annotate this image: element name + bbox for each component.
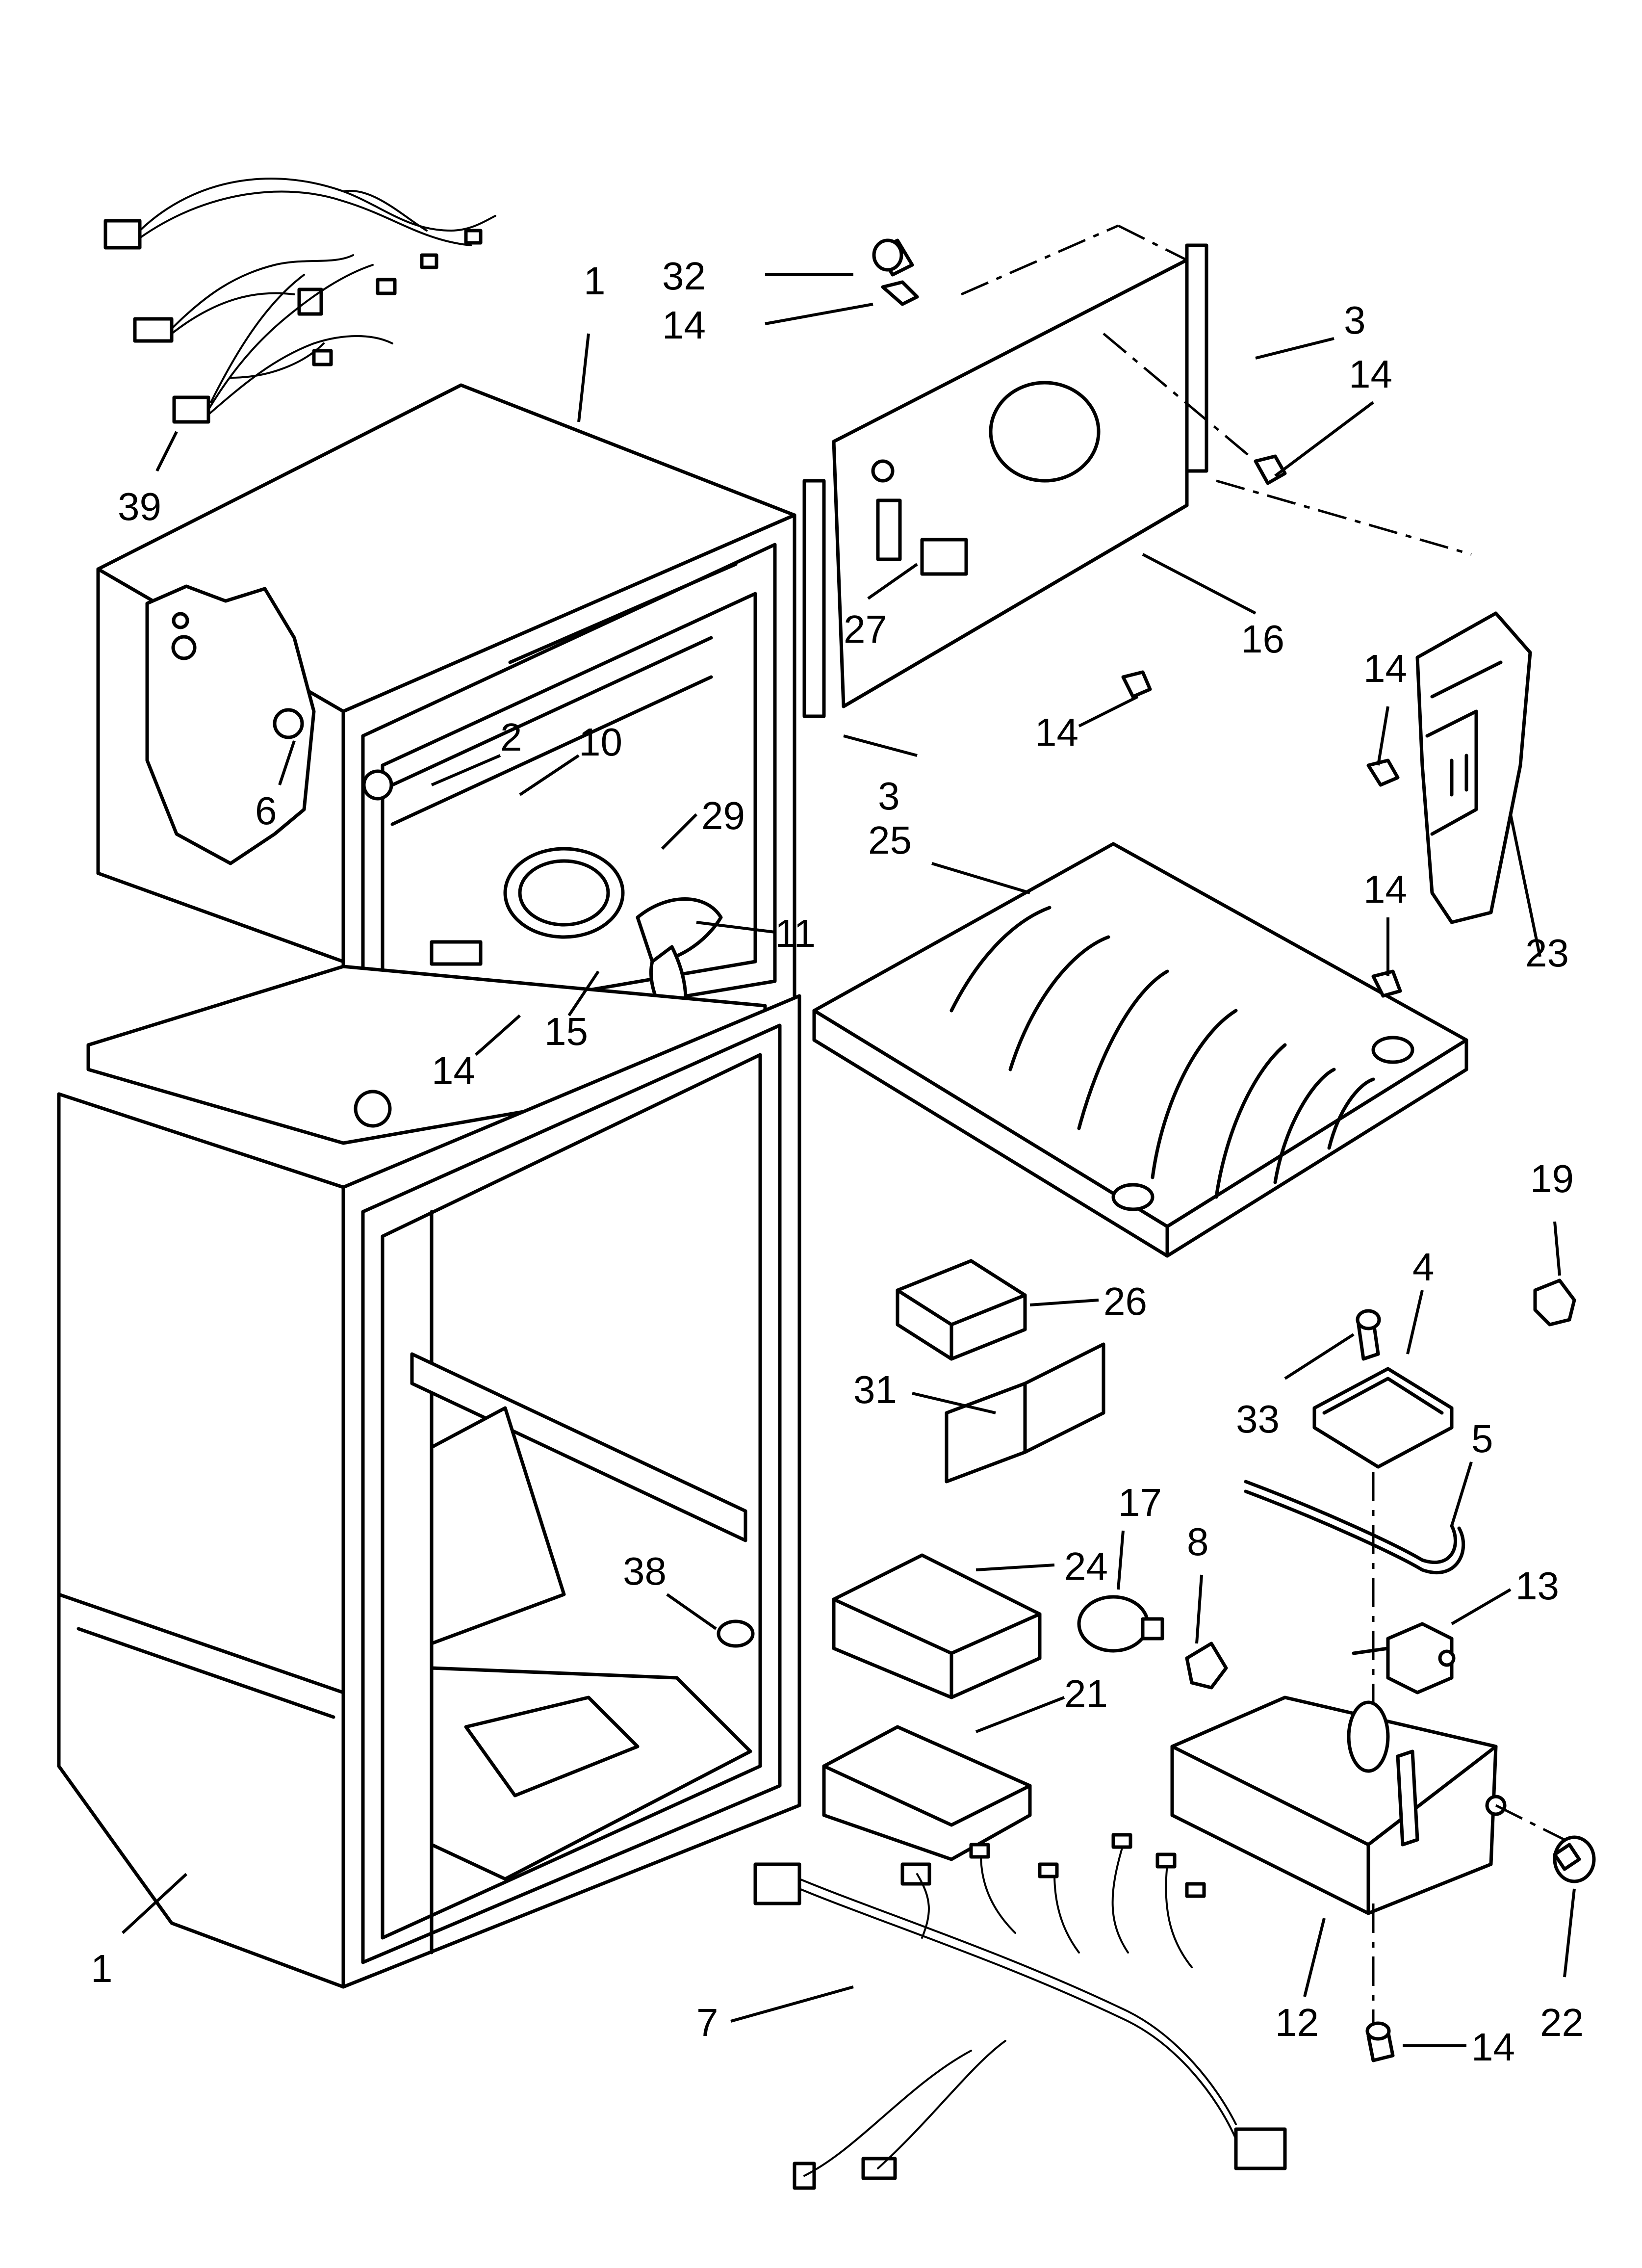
freezer-liner xyxy=(86,383,796,1145)
control-housing xyxy=(1170,1695,1585,2036)
parts-26-31 xyxy=(896,1259,1105,1484)
callout-31: 31 xyxy=(853,1368,897,1411)
bulkhead-panel xyxy=(832,224,1472,708)
fresh-food-liner xyxy=(57,994,801,1989)
callout-27: 27 xyxy=(844,607,887,651)
callout-22: 22 xyxy=(1540,2001,1584,2044)
callout-14a: 14 xyxy=(662,303,706,347)
callout-14f: 14 xyxy=(432,1049,475,1093)
leader-lines xyxy=(121,273,1576,2047)
screw-bottom xyxy=(1365,2021,1395,2062)
tube-5 xyxy=(1244,1480,1465,1574)
callout-21: 21 xyxy=(1064,1672,1108,1716)
parts-24-21 xyxy=(822,1553,1042,1861)
callout-5: 5 xyxy=(1471,1417,1493,1460)
callout-10: 10 xyxy=(579,720,622,764)
callout-14g: 14 xyxy=(1471,2025,1515,2069)
callout-7: 7 xyxy=(696,2001,718,2044)
freezer-shelf xyxy=(812,842,1468,1258)
callout-8: 8 xyxy=(1187,1520,1209,1564)
control-board xyxy=(1312,1309,1454,1469)
callout-32: 32 xyxy=(662,254,706,298)
callout-14d: 14 xyxy=(1363,647,1407,690)
callout-16: 16 xyxy=(1241,617,1284,661)
callout-6: 6 xyxy=(255,789,277,833)
callout-3-left: 3 xyxy=(878,774,900,818)
callout-39: 39 xyxy=(118,485,161,528)
callout-33: 33 xyxy=(1236,1397,1280,1441)
callout-1-lower: 1 xyxy=(91,1947,113,1990)
callout-1-upper: 1 xyxy=(584,259,606,303)
callout-11: 11 xyxy=(775,912,816,955)
fasteners-top xyxy=(872,238,1287,699)
light-bulb xyxy=(1077,1595,1228,1690)
part-19 xyxy=(1533,1278,1576,1327)
fan-cover xyxy=(1366,611,1532,924)
callout-4: 4 xyxy=(1412,1245,1435,1289)
callout-29: 29 xyxy=(701,794,745,837)
callout-26: 26 xyxy=(1103,1279,1147,1323)
callout-24: 24 xyxy=(1064,1544,1108,1588)
callout-14b: 14 xyxy=(1349,352,1392,396)
callout-12: 12 xyxy=(1275,2001,1319,2044)
callout-13: 13 xyxy=(1515,1564,1559,1608)
callout-38: 38 xyxy=(623,1549,667,1593)
wire-harness-lower xyxy=(753,1833,1287,2190)
callout-labels: 32 14 1 3 14 39 27 16 14 14 2 10 6 29 3 … xyxy=(91,254,1584,2069)
callout-14e: 14 xyxy=(1363,867,1407,911)
callout-2: 2 xyxy=(500,715,522,759)
callout-23: 23 xyxy=(1525,931,1569,975)
callout-17: 17 xyxy=(1118,1481,1162,1524)
callout-19: 19 xyxy=(1530,1157,1574,1200)
wire-harness-upper xyxy=(103,178,496,424)
callout-25: 25 xyxy=(868,818,912,862)
callout-3-right: 3 xyxy=(1344,298,1366,342)
callout-15: 15 xyxy=(544,1010,588,1053)
callout-14c: 14 xyxy=(1035,710,1078,754)
control-knob xyxy=(1553,1835,1596,1883)
